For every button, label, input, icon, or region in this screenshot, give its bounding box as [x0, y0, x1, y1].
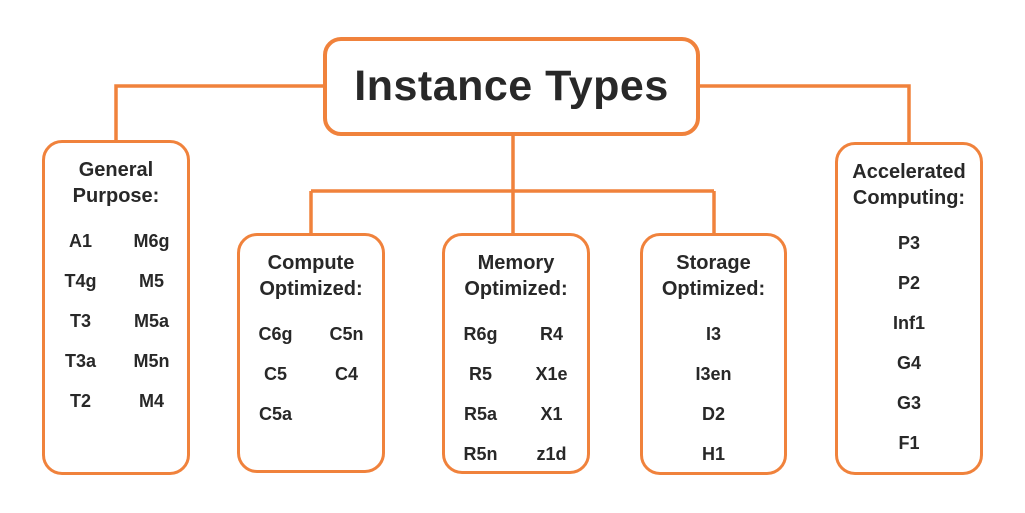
category-items: C6g C5n C5 C4 C5a: [240, 314, 382, 434]
category-box-storage-optimized: Storage Optimized: I3 I3en D2 H1: [640, 233, 787, 475]
category-title: General Purpose:: [72, 159, 160, 207]
instance-type: T4g: [64, 270, 97, 291]
category-box-accelerated-computing: Accelerated Computing: P3 P2 Inf1 G4 G3 …: [835, 142, 983, 475]
instance-type: C5a: [258, 403, 293, 424]
instance-type: M4: [138, 390, 164, 411]
instance-type: P3: [897, 232, 921, 253]
connector-left: [114, 84, 323, 141]
instance-type: H1: [701, 443, 725, 464]
instance-type: A1: [68, 230, 92, 251]
instance-type: C4: [334, 363, 358, 384]
category-title: Accelerated Computing:: [852, 161, 966, 209]
instance-type: C5: [263, 363, 287, 384]
instance-type: C6g: [258, 323, 293, 344]
instance-type: X1: [540, 403, 563, 424]
instance-type: G3: [896, 392, 921, 413]
instance-type: T2: [69, 390, 91, 411]
category-title: Memory Optimized:: [464, 252, 568, 300]
instance-type: z1d: [536, 443, 567, 464]
instance-type: D2: [701, 403, 725, 424]
instance-type: X1e: [535, 363, 568, 384]
category-title: Compute Optimized:: [259, 252, 363, 300]
instance-type: M5: [138, 270, 164, 291]
category-items: P3 P2 Inf1 G4 G3 F1: [838, 223, 980, 463]
category-items: R6g R4 R5 X1e R5a X1 R5n z1d: [445, 314, 587, 474]
category-box-compute-optimized: Compute Optimized: C6g C5n C5 C4 C5a: [237, 233, 385, 473]
instance-type: Inf1: [892, 312, 925, 333]
instance-type: F1: [898, 432, 920, 453]
instance-type: M5n: [133, 350, 170, 371]
instance-type: C5n: [329, 323, 364, 344]
instance-type: P2: [897, 272, 921, 293]
instance-type: R6g: [463, 323, 498, 344]
instance-type: R4: [539, 323, 563, 344]
instance-type: R5: [468, 363, 492, 384]
instance-type: R5n: [463, 443, 498, 464]
instance-type: I3en: [695, 363, 732, 384]
connector-right: [700, 84, 911, 143]
category-items: I3 I3en D2 H1: [643, 314, 784, 474]
instance-type: T3a: [64, 350, 97, 371]
category-title: Storage Optimized:: [661, 252, 766, 300]
category-items: A1 M6g T4g M5 T3 M5a T3a M5n T2 M4: [45, 221, 187, 421]
instance-type: T3: [69, 310, 91, 331]
root-node: Instance Types: [323, 37, 700, 136]
instance-type: M6g: [133, 230, 170, 251]
instance-type: R5a: [463, 403, 498, 424]
instance-type: M5a: [133, 310, 169, 331]
category-box-memory-optimized: Memory Optimized: R6g R4 R5 X1e R5a X1 R…: [442, 233, 590, 474]
instance-type: G4: [896, 352, 921, 373]
diagram-title: Instance Types: [354, 62, 669, 110]
instance-type: I3: [705, 323, 721, 344]
category-box-general-purpose: General Purpose: A1 M6g T4g M5 T3 M5a T3…: [42, 140, 190, 475]
